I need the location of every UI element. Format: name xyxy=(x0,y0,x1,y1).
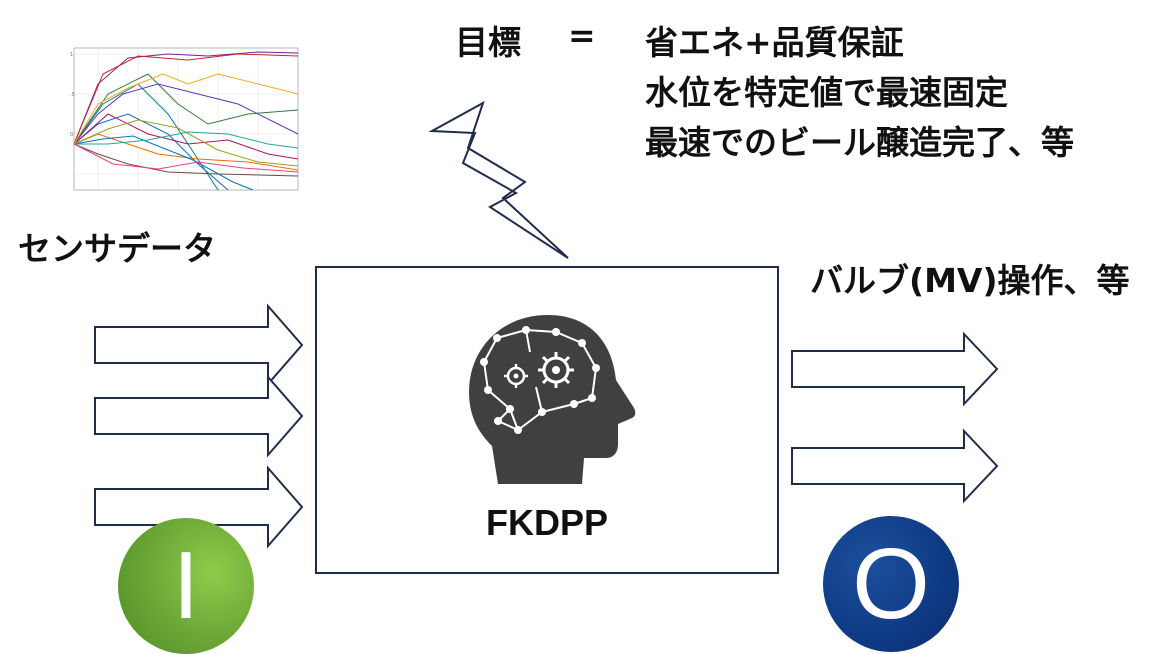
svg-text:0: 0 xyxy=(70,132,73,138)
objective-line-3: 最速でのビール醸造完了、等 xyxy=(645,123,1074,162)
lightning-bolt-icon xyxy=(428,100,569,259)
ai-head-icon xyxy=(469,315,636,484)
small-gear-icon xyxy=(504,364,528,388)
objective-line-2: 水位を特定値で最速固定 xyxy=(645,73,1008,112)
input-arrow-3 xyxy=(94,465,304,549)
input-arrows xyxy=(94,303,304,549)
output-badge: O xyxy=(823,516,959,652)
output-arrow-2 xyxy=(791,428,999,504)
gear-icon xyxy=(538,352,574,388)
svg-text:1: 1 xyxy=(70,52,73,58)
output-arrows xyxy=(791,331,999,504)
input-badge: I xyxy=(118,518,254,654)
input-arrow-2 xyxy=(94,374,304,458)
output-arrow-1 xyxy=(791,331,999,407)
model-name: FKDPP xyxy=(485,502,608,543)
objective-line-1: 省エネ+品質保証 xyxy=(645,23,904,62)
objective-equals: = xyxy=(568,16,596,55)
input-arrow-1 xyxy=(94,303,304,387)
objective-label: 目標 xyxy=(455,23,521,62)
sensor-chart-thumbnail: 1.50 xyxy=(68,44,302,204)
valve-operation-label: バルブ(MV)操作、等 xyxy=(810,261,1130,300)
sensor-data-label: センサデータ xyxy=(18,229,216,268)
svg-text:.5: .5 xyxy=(70,92,75,98)
